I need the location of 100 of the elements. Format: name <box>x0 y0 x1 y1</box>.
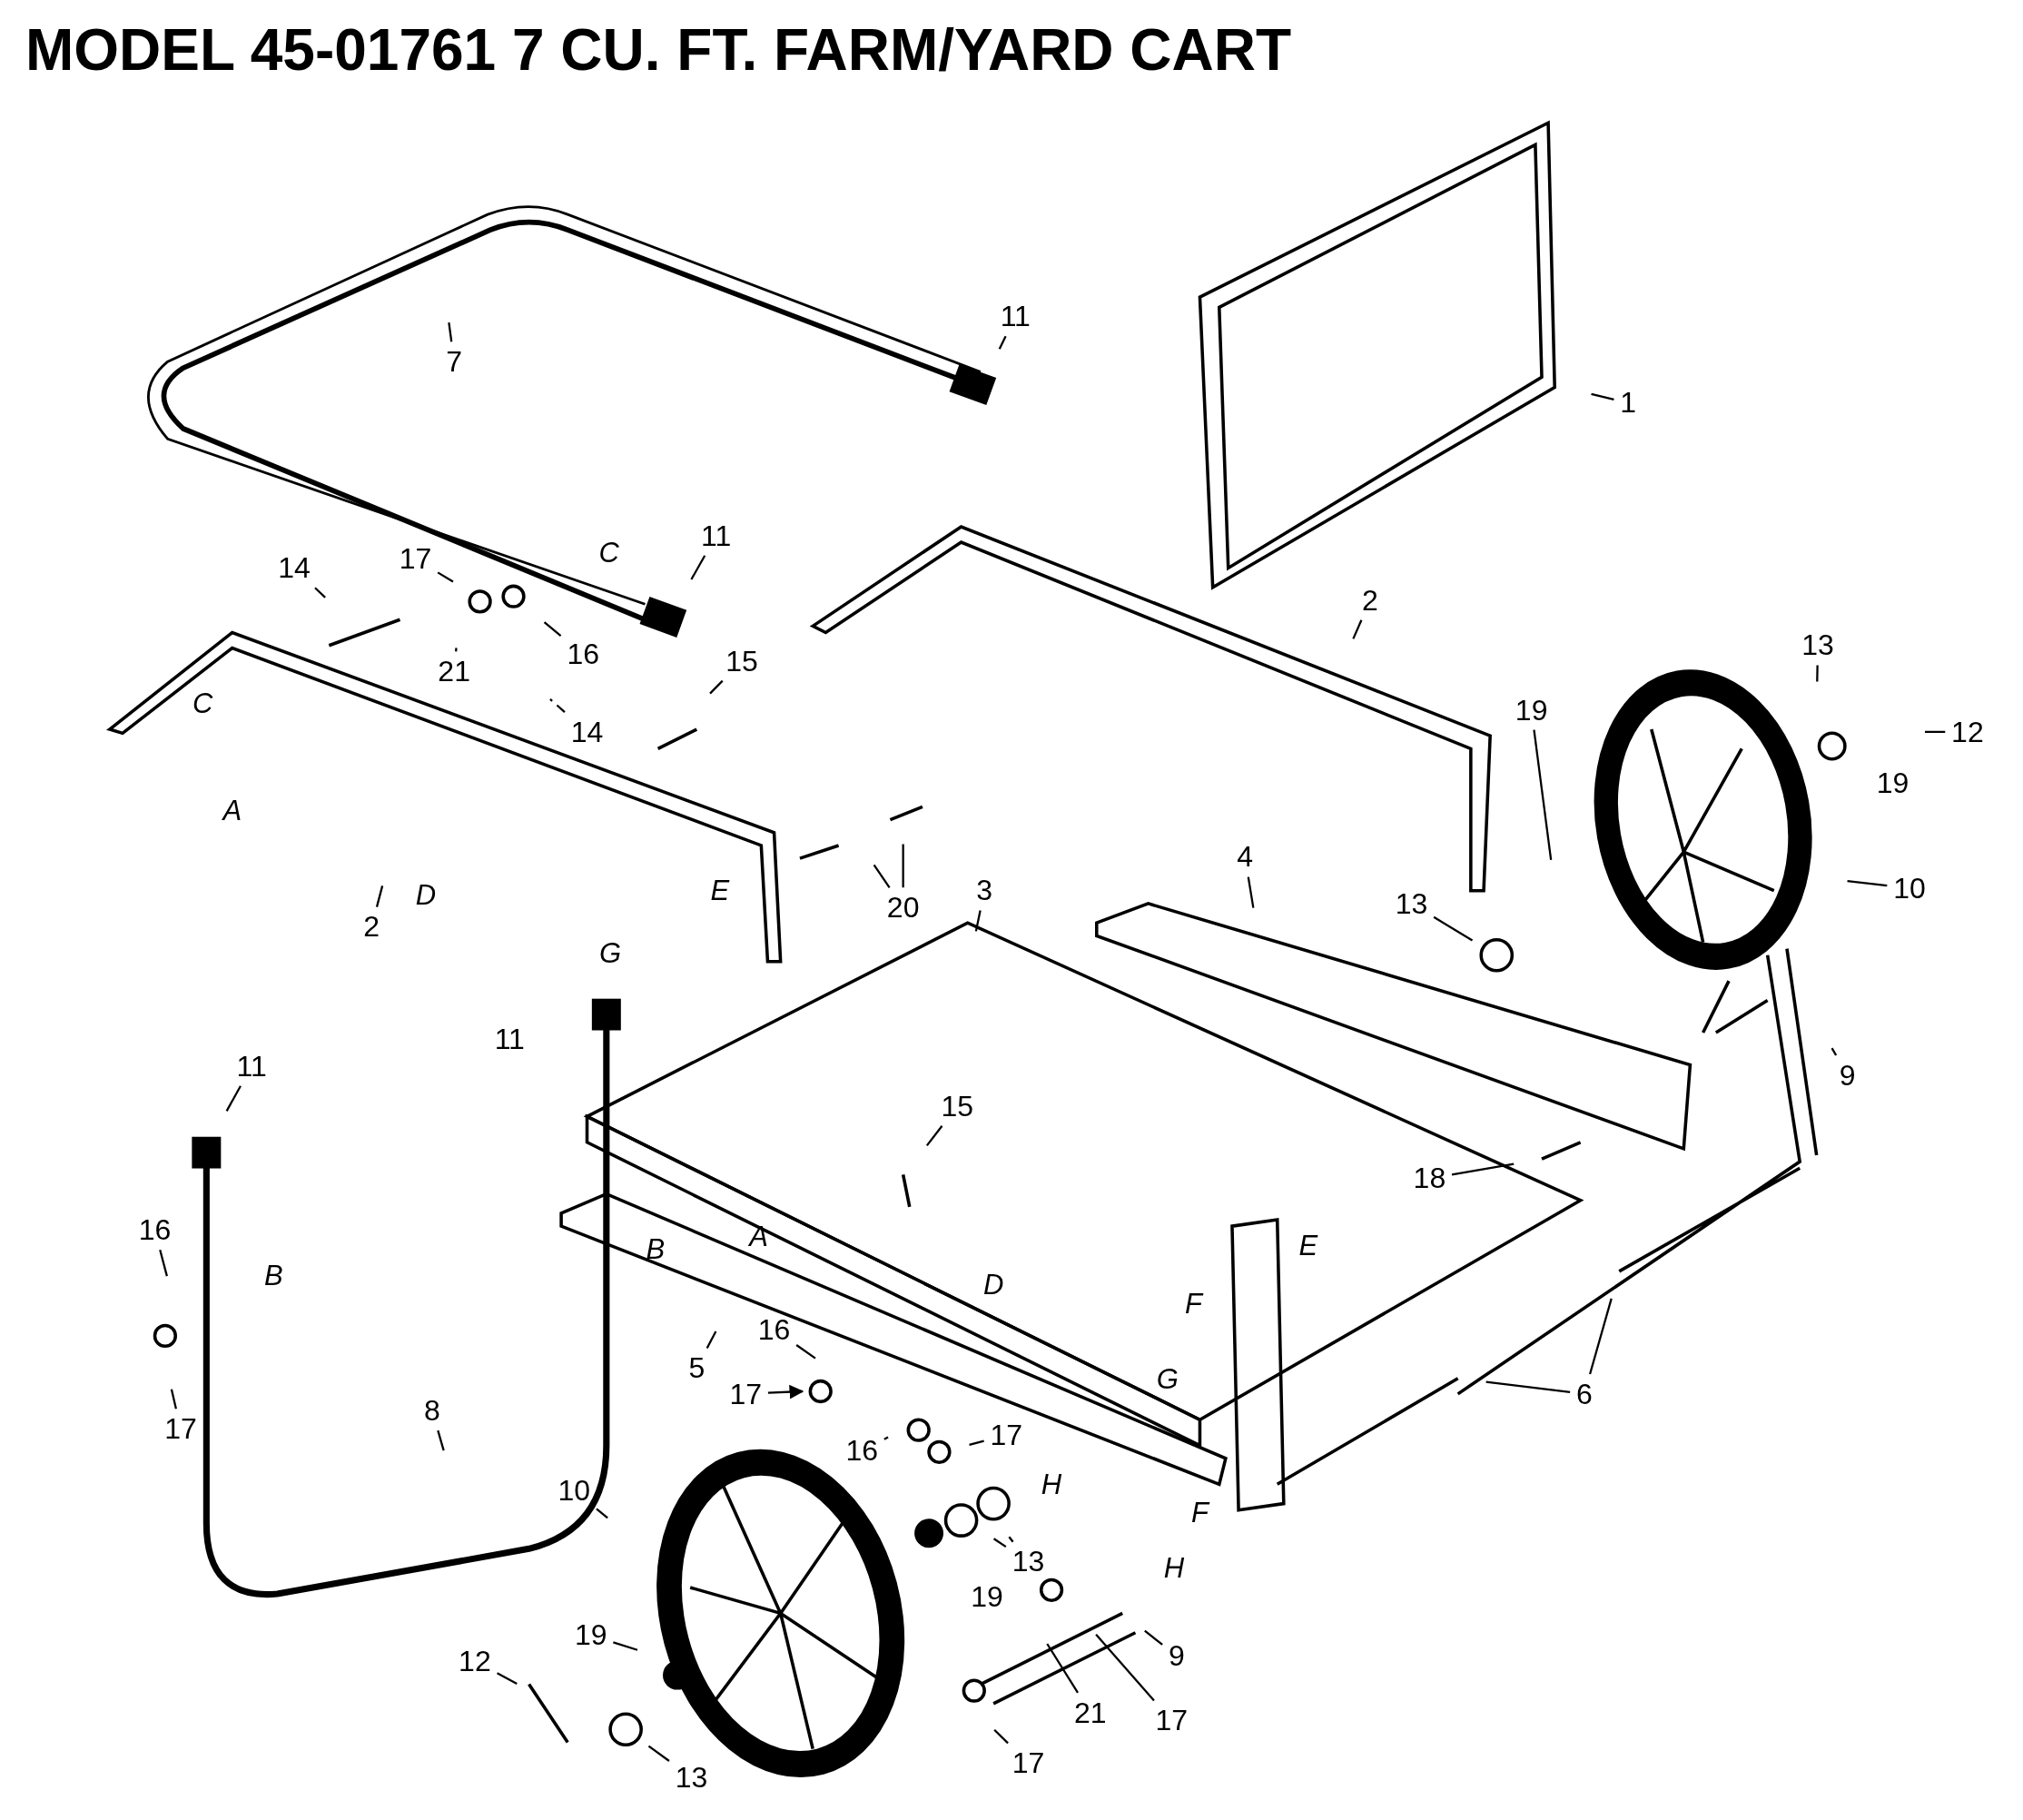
callout-number: 6 <box>1573 1376 1596 1411</box>
leader-line <box>1433 915 1474 942</box>
callout-number: 13 <box>1008 1544 1049 1579</box>
leader-line <box>314 587 326 598</box>
callout-number: 15 <box>937 1088 978 1123</box>
diagram-title: MODEL 45-01761 7 CU. FT. FARM/YARD CART <box>25 16 1292 84</box>
callout-number: 16 <box>754 1311 794 1347</box>
callout-number: 17 <box>395 541 436 577</box>
callout-number: 17 <box>725 1376 766 1411</box>
leader-line <box>437 571 454 583</box>
leader-line <box>925 1125 943 1147</box>
reference-letter: D <box>414 879 438 910</box>
leader-line <box>1533 729 1553 860</box>
reference-letter: C <box>191 687 214 718</box>
reference-letter: E <box>1298 1230 1319 1261</box>
leader-line <box>1589 1298 1613 1375</box>
callout-number: 20 <box>883 889 923 925</box>
reference-letter: F <box>1190 1497 1210 1528</box>
reference-letter: A <box>221 795 243 826</box>
reference-letter: B <box>645 1233 666 1264</box>
callout-number: 10 <box>1890 870 1929 905</box>
leader-line <box>375 885 384 907</box>
callout-number: 7 <box>442 343 467 379</box>
callout-number: 16 <box>842 1433 882 1469</box>
leader-line <box>1816 665 1819 682</box>
callout-number: 17 <box>1151 1703 1191 1738</box>
callout-number: 14 <box>567 714 607 749</box>
callout-number: 5 <box>685 1350 709 1386</box>
callout-number: 18 <box>1409 1161 1450 1196</box>
leader-line <box>497 1672 518 1685</box>
callout-number: 9 <box>1165 1638 1189 1674</box>
leader-line <box>992 1538 1007 1548</box>
callout-number: 17 <box>1008 1745 1049 1780</box>
callout-number: 8 <box>420 1393 444 1429</box>
leader-line <box>170 1389 177 1410</box>
reference-letter: B <box>262 1260 284 1291</box>
leader-line <box>1095 1634 1155 1702</box>
leader-line <box>1046 1643 1079 1694</box>
leader-line <box>902 844 904 888</box>
reference-letter: C <box>597 537 620 568</box>
callout-number: 13 <box>1798 628 1838 663</box>
leader-line <box>883 1436 889 1440</box>
leader-line <box>690 555 706 580</box>
leader-line <box>706 1330 717 1350</box>
leader-line <box>998 335 1007 350</box>
leader-line <box>1847 879 1888 887</box>
leader-line <box>795 1344 816 1360</box>
callout-number: 13 <box>671 1759 712 1795</box>
callout-number: 15 <box>722 643 762 678</box>
callout-number: 2 <box>1358 582 1382 618</box>
callout-number: 11 <box>232 1048 271 1083</box>
leader-line <box>455 648 458 652</box>
callout-number: 9 <box>1835 1057 1860 1093</box>
callout-number: 11 <box>493 1021 526 1056</box>
reference-letter: E <box>709 875 731 905</box>
leader-line <box>549 698 566 713</box>
leader-line <box>1925 730 1946 734</box>
reference-letter: H <box>1162 1552 1186 1583</box>
leader-line <box>1451 1162 1515 1176</box>
leader-line <box>437 1429 445 1451</box>
callout-number: 12 <box>1948 714 1988 749</box>
leader-line <box>709 679 724 695</box>
callout-number: 17 <box>986 1418 1027 1453</box>
leader-line <box>225 1085 242 1112</box>
reference-letter: D <box>982 1269 1005 1300</box>
reference-letter: G <box>598 937 623 968</box>
callout-number: 1 <box>1616 385 1641 420</box>
leader-line <box>159 1249 168 1277</box>
callout-number: 14 <box>274 550 314 586</box>
leader-line <box>1831 1047 1838 1056</box>
callout-number: 19 <box>570 1617 611 1653</box>
callout-number: 11 <box>996 299 1034 334</box>
callout-number: 12 <box>455 1643 495 1678</box>
leader-line <box>613 1641 638 1651</box>
reference-letter: H <box>1040 1469 1063 1499</box>
callout-number: 16 <box>563 637 604 672</box>
leader-line <box>448 322 453 342</box>
leader-line <box>647 1745 670 1762</box>
leader-line <box>1591 392 1614 401</box>
callout-number: 3 <box>972 873 997 908</box>
callout-number: 10 <box>554 1473 595 1508</box>
leader-arrow <box>767 1384 804 1400</box>
leader-line <box>1247 876 1255 908</box>
callout-number: 19 <box>1875 766 1910 801</box>
callout-number: 11 <box>697 518 735 553</box>
callout-number: 4 <box>1233 839 1258 875</box>
leader-line <box>974 910 982 932</box>
leader-line <box>873 864 891 888</box>
callout-number: 17 <box>161 1410 201 1446</box>
leader-line <box>1485 1380 1571 1394</box>
leader-line <box>596 1508 608 1519</box>
callout-number: 19 <box>1511 692 1552 727</box>
leader-line <box>1008 1536 1014 1543</box>
reference-letter: F <box>1183 1288 1204 1319</box>
callout-number: 2 <box>360 909 384 945</box>
leader-line <box>993 1729 1009 1745</box>
leader-line <box>1144 1629 1163 1646</box>
callout-number: 13 <box>1391 885 1432 921</box>
reference-letter: G <box>1155 1363 1179 1394</box>
leader-line <box>1352 619 1363 639</box>
